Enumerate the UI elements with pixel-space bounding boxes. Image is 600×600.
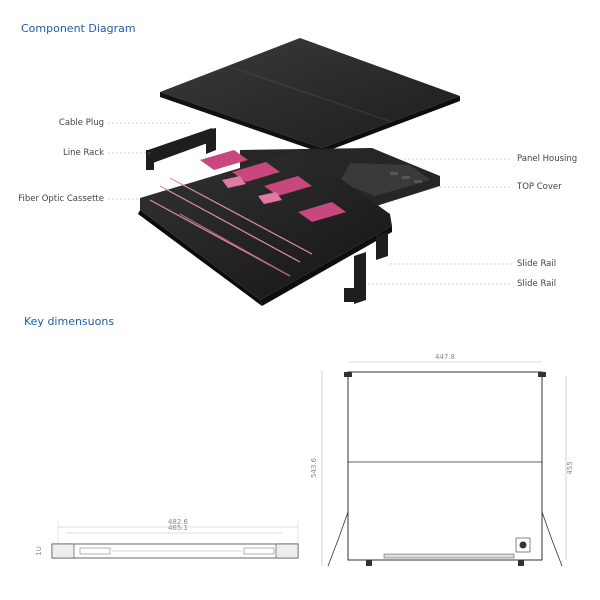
top-view-drawing: 447.8 543.6 455	[310, 353, 574, 567]
front-height-label: 1U	[35, 546, 43, 556]
front-width-outer: 482.6	[168, 518, 189, 526]
cassette-tray-part	[138, 150, 392, 306]
top-depth-total: 543.6	[310, 457, 318, 478]
callout-line-rack: Line Rack	[63, 148, 104, 158]
callout-panel-housing: Panel Housing	[517, 154, 578, 164]
key-dimensions-title: Key dimensuons	[24, 315, 115, 328]
front-view-drawing: 482.6 465.1 1U	[35, 518, 299, 559]
top-cover-part	[160, 38, 460, 153]
fiber-cassettes	[200, 150, 346, 222]
slide-rail-part	[344, 232, 388, 304]
top-width: 447.8	[435, 353, 455, 361]
line-rack-part	[146, 128, 216, 170]
exploded-assembly	[108, 38, 512, 306]
callout-fiber-optic-cassette: Fiber Optic Cassette	[18, 194, 104, 204]
callout-cable-plug: Cable Plug	[58, 118, 104, 128]
front-width-inner: 465.1	[168, 524, 188, 532]
component-diagram-title: Component Diagram	[21, 22, 136, 35]
callout-top-cover: TOP Cover	[517, 182, 562, 192]
connector-rows	[149, 177, 313, 277]
callout-slide-rail-upper: Slide Rail	[517, 259, 557, 269]
callout-slide-rail-lower: Slide Rail	[517, 279, 557, 289]
callout-leaders	[108, 122, 512, 285]
top-depth-body: 455	[566, 461, 574, 474]
